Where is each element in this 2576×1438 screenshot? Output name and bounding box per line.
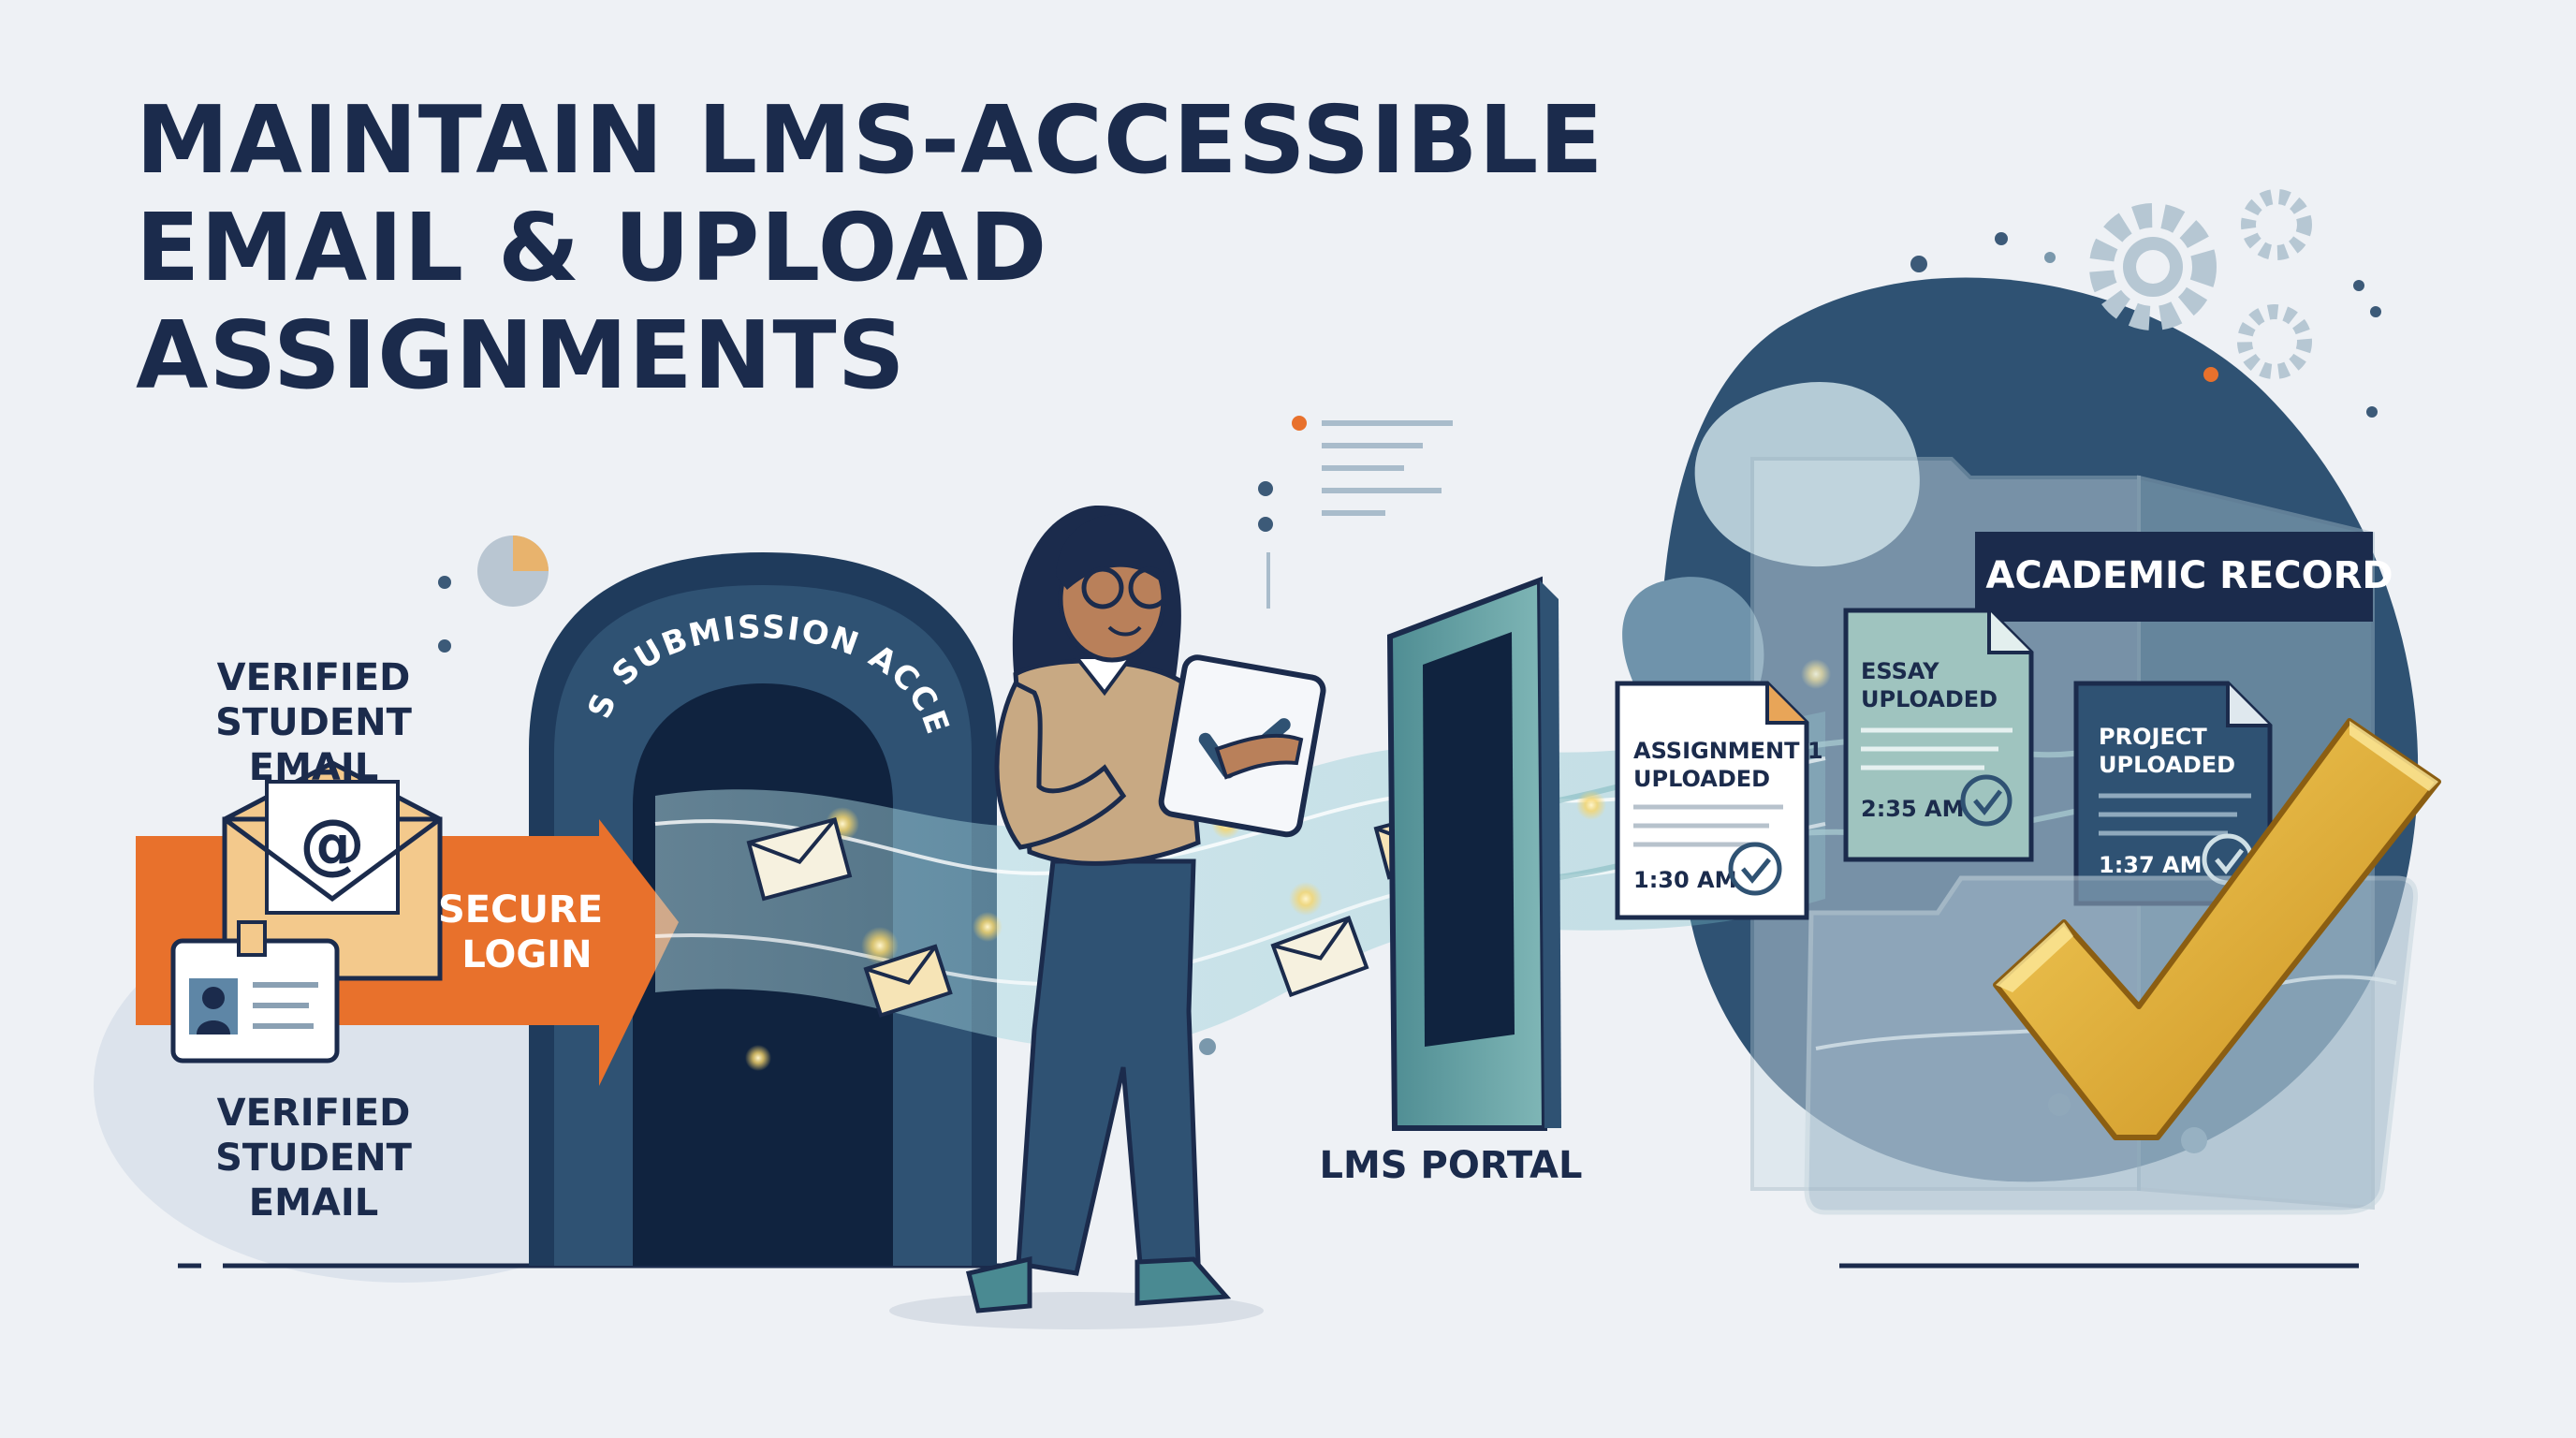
svg-text:1:30 AM: 1:30 AM xyxy=(1633,867,1737,893)
verified-student-email-label: VERIFIED STUDENT EMAIL xyxy=(159,1091,468,1225)
document-card: ESSAY UPLOADED 2:35 AM xyxy=(1843,608,2034,862)
checkmark-icon xyxy=(1993,718,2441,1140)
label-line: VERIFIED xyxy=(216,656,411,699)
verified-student-email-label: VERIFIED STUDENT EMAIL xyxy=(164,655,463,790)
svg-text:ASSIGNMENT 1 UPLOADED: ASSIGNMENT 1 UPLOADED xyxy=(1633,738,1831,792)
tablet-icon xyxy=(1158,654,1326,838)
title-line: ASSIGNMENTS xyxy=(136,301,906,410)
label-line: VERIFIED xyxy=(216,1092,411,1135)
label-line: STUDENT EMAIL xyxy=(215,701,412,789)
lms-portal-label: LMS PORTAL xyxy=(1320,1144,1583,1187)
svg-text:1:37 AM: 1:37 AM xyxy=(2099,852,2203,878)
svg-text:ESSAY UPLOADED: ESSAY UPLOADED xyxy=(1861,658,1998,712)
student-figure xyxy=(965,505,1232,1313)
lms-portal-frame xyxy=(1386,576,1561,1131)
svg-text:PROJECT UPLOADED: PROJECT UPLOADED xyxy=(2099,724,2235,778)
at-symbol: @ xyxy=(300,805,365,882)
document-card: PROJECT UPLOADED 1:37 AM xyxy=(2073,681,2273,906)
id-badge-icon xyxy=(170,920,340,1064)
secure-login-label: SECURE LOGIN xyxy=(438,888,616,976)
title-line: MAINTAIN LMS-ACCESSIBLE xyxy=(136,85,1604,195)
title-line: EMAIL & UPLOAD xyxy=(136,193,1048,302)
svg-text:2:35 AM: 2:35 AM xyxy=(1861,796,1965,822)
academic-record-banner: ACADEMIC RECORD xyxy=(1985,554,2393,597)
label-line: STUDENT EMAIL xyxy=(215,1137,412,1225)
page-title: MAINTAIN LMS-ACCESSIBLE EMAIL & UPLOAD A… xyxy=(136,86,1604,409)
list-lines-icon xyxy=(1266,420,1453,609)
gear-icon xyxy=(2089,189,2312,379)
document-card: ASSIGNMENT 1 UPLOADED 1:30 AM xyxy=(1615,681,1831,920)
pie-chart-icon xyxy=(477,536,549,607)
